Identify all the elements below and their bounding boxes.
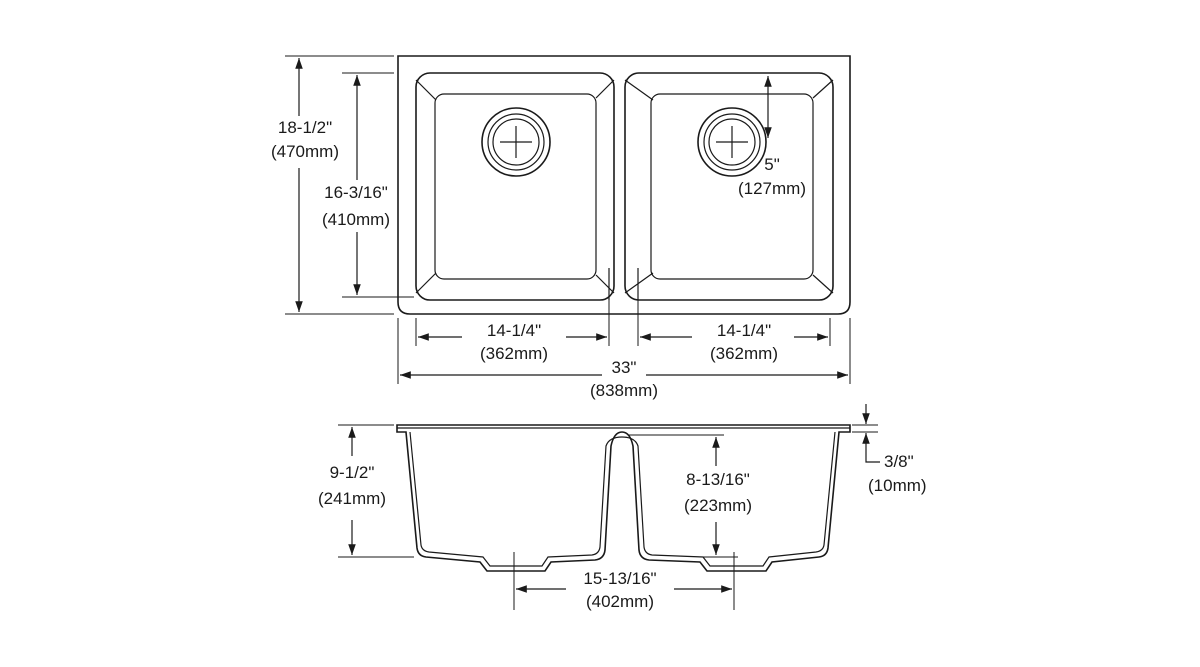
bottom-width-imperial: 15-13/16" [583,569,656,588]
top-view: 18-1/2" (470mm) 16-3/16" (410mm) 5" (127… [271,55,851,400]
right-bowl-width-metric: (362mm) [710,344,778,363]
bottom-width-dimension: 15-13/16" (402mm) [516,569,732,611]
section-view: 9-1/2" (241mm) 8-13/16" (223mm) 3/8" (10… [318,404,927,611]
overall-width-imperial: 33" [612,358,637,377]
bottom-width-metric: (402mm) [586,592,654,611]
rim-thickness-metric: (10mm) [868,476,927,495]
rim-thickness-imperial: 3/8" [884,452,914,471]
right-bowl-width-dimension: 14-1/4" (362mm) [640,321,828,363]
right-bowl-width-imperial: 14-1/4" [717,321,771,340]
bowl-height-imperial: 9-1/2" [330,463,375,482]
drain-offset-dimension: 5" (127mm) [738,76,806,198]
overall-width-metric: (838mm) [590,381,658,400]
overall-width-dimension: 33" (838mm) [400,358,848,400]
left-bowl [415,72,615,301]
bowl-depth-dimension: 16-3/16" (410mm) [322,75,390,295]
drain-offset-imperial: 5" [764,155,780,174]
left-bowl-width-metric: (362mm) [480,344,548,363]
divider-height-dimension: 8-13/16" (223mm) [684,437,752,555]
bowl-height-dimension: 9-1/2" (241mm) [318,427,386,555]
divider-height-metric: (223mm) [684,496,752,515]
bowl-height-metric: (241mm) [318,489,386,508]
bowl-depth-metric: (410mm) [322,210,390,229]
overall-depth-metric: (470mm) [271,142,339,161]
drain-offset-metric: (127mm) [738,179,806,198]
overall-depth-dimension: 18-1/2" (470mm) [271,57,339,312]
left-bowl-width-dimension: 14-1/4" (362mm) [418,321,607,363]
divider-height-imperial: 8-13/16" [686,470,750,489]
left-bowl-width-imperial: 14-1/4" [487,321,541,340]
bowl-depth-imperial: 16-3/16" [324,183,388,202]
right-drain [697,107,767,177]
sink-outer-rim [397,55,851,315]
left-drain [481,107,551,177]
overall-depth-imperial: 18-1/2" [278,118,332,137]
sink-section-outer [396,424,851,572]
rim-thickness-dimension: 3/8" (10mm) [862,404,927,495]
right-bowl [624,72,834,301]
sink-section-inner [409,431,836,567]
